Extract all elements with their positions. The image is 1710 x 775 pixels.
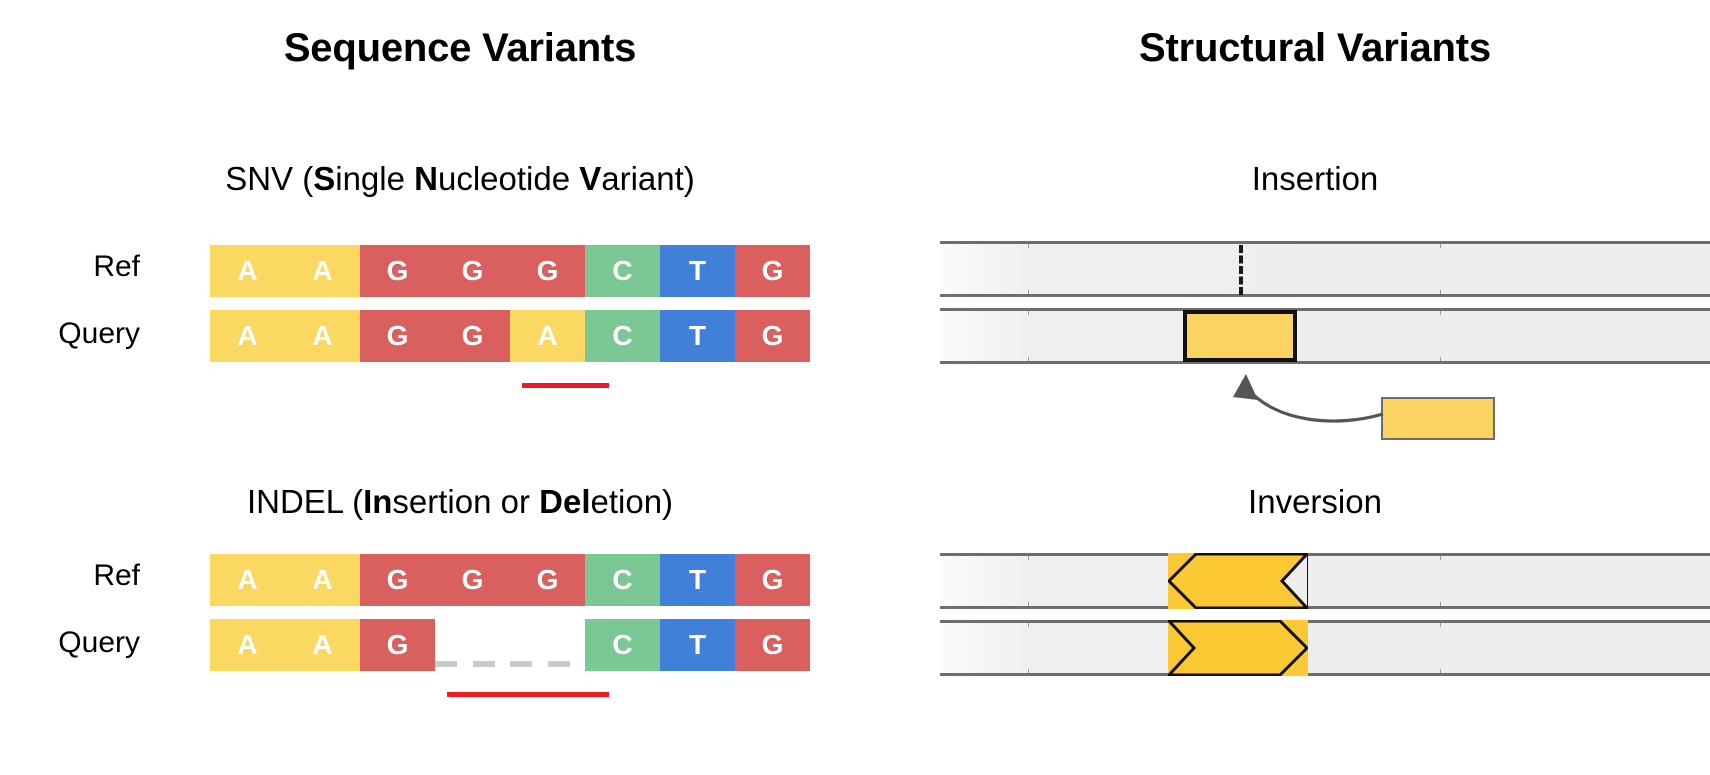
insertion-breakpoint-dashed-marker — [1239, 245, 1243, 295]
indel-title-bold-in: In — [363, 483, 393, 520]
snv-title-bold-n: N — [414, 160, 438, 197]
track-tick — [1028, 357, 1029, 361]
snv-variant-underline — [522, 383, 609, 388]
indel-title-part-3: etion) — [590, 483, 674, 520]
snv-panel-title: SNV (Single Nucleotide Variant) — [0, 160, 920, 198]
snv-title-part-3: ucleotide — [437, 160, 580, 197]
base-cell-G: G — [735, 619, 810, 671]
track-tick — [1028, 669, 1029, 673]
base-cell-G: G — [360, 310, 435, 362]
inserted-segment-block — [1183, 310, 1297, 362]
base-cell-A: A — [210, 554, 285, 606]
indel-panel-title: INDEL (Insertion or Deletion) — [0, 483, 920, 521]
base-cell-A: A — [210, 619, 285, 671]
inversion-panel-title: Inversion — [1248, 483, 1382, 520]
snv-title-part-1: SNV ( — [225, 160, 314, 197]
insertion-ref-track — [940, 241, 1710, 297]
base-cell-T: T — [660, 310, 735, 362]
base-cell-G: G — [435, 310, 510, 362]
indel-variant-underline — [447, 692, 609, 697]
insertion-curved-arrow — [1233, 374, 1384, 423]
snv-title-bold-s: S — [313, 160, 336, 197]
inversion-query-track — [940, 620, 1710, 676]
track-tick — [1028, 556, 1029, 560]
page-title-sequence-variants: Sequence Variants — [283, 26, 637, 70]
track-tick — [1028, 290, 1029, 294]
inversion-ref-track — [940, 553, 1710, 609]
track-tick — [1440, 623, 1441, 627]
snv-title-bold-v: V — [579, 160, 602, 197]
base-cell-A: A — [285, 619, 360, 671]
base-cell-G: G — [360, 554, 435, 606]
base-cell-A: A — [285, 554, 360, 606]
indel-title-bold-del: Del — [539, 483, 591, 520]
track-tick — [1028, 244, 1029, 248]
base-cell-G: G — [735, 554, 810, 606]
snv-title-part-4: ariant) — [601, 160, 695, 197]
indel-title-part-2: sertion or — [392, 483, 540, 520]
inversion-query-arrow-right — [1168, 620, 1308, 676]
base-cell-A: A — [210, 310, 285, 362]
base-cell-T: T — [660, 245, 735, 297]
insertion-query-track — [940, 308, 1710, 364]
track-tick — [1440, 669, 1441, 673]
base-cell-T: T — [660, 554, 735, 606]
base-cell-C: C — [585, 245, 660, 297]
track-tick — [1028, 602, 1029, 606]
insertion-panel-title: Insertion — [1251, 160, 1379, 197]
base-cell-C: C — [585, 554, 660, 606]
base-cell-G: G — [435, 554, 510, 606]
snv-title-part-2: ingle — [335, 160, 415, 197]
track-tick — [1440, 357, 1441, 361]
base-cell-A: A — [285, 310, 360, 362]
base-cell-gap — [435, 619, 510, 671]
inversion-ref-arrow-left — [1168, 553, 1308, 609]
base-cell-C: C — [585, 310, 660, 362]
base-cell-G: G — [735, 310, 810, 362]
base-cell-C: C — [585, 619, 660, 671]
base-cell-gap — [510, 619, 585, 671]
base-cell-A: A — [510, 310, 585, 362]
base-cell-A: A — [210, 245, 285, 297]
base-cell-G: G — [360, 619, 435, 671]
track-tick — [1440, 602, 1441, 606]
snv-query-label: Query — [58, 317, 140, 350]
base-cell-A: A — [285, 245, 360, 297]
base-cell-T: T — [660, 619, 735, 671]
track-tick — [1028, 623, 1029, 627]
indel-ref-label: Ref — [93, 559, 140, 592]
page-title-structural-variants: Structural Variants — [1139, 26, 1491, 70]
indel-title-part-1: INDEL ( — [246, 483, 364, 520]
base-cell-G: G — [360, 245, 435, 297]
track-tick — [1440, 244, 1441, 248]
snv-ref-label: Ref — [93, 250, 140, 283]
track-tick — [1028, 311, 1029, 315]
track-tick — [1440, 556, 1441, 560]
base-cell-G: G — [510, 245, 585, 297]
base-cell-G: G — [735, 245, 810, 297]
base-cell-G: G — [510, 554, 585, 606]
base-cell-G: G — [435, 245, 510, 297]
indel-query-label: Query — [58, 626, 140, 659]
donor-segment-block — [1381, 397, 1495, 440]
track-tick — [1440, 290, 1441, 294]
track-tick — [1440, 311, 1441, 315]
